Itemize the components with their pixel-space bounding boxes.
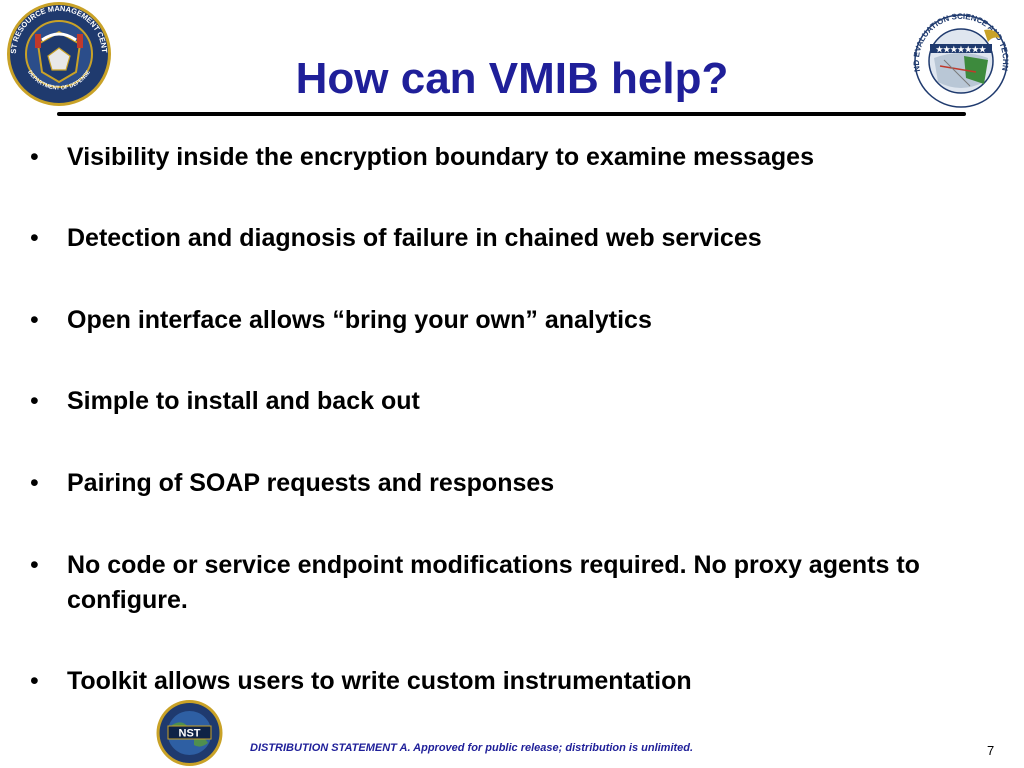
bullet-item: • Pairing of SOAP requests and responses bbox=[30, 466, 930, 501]
bullet-marker: • bbox=[30, 387, 39, 415]
bullet-marker: • bbox=[30, 224, 39, 252]
bullet-text: Pairing of SOAP requests and responses bbox=[67, 469, 555, 497]
title-divider bbox=[57, 112, 966, 116]
bullet-text: Visibility inside the encryption boundar… bbox=[67, 143, 814, 171]
nst-globe-icon: NST bbox=[156, 700, 223, 766]
bullet-marker: • bbox=[30, 469, 39, 497]
bullet-text: Open interface allows “bring your own” a… bbox=[67, 306, 652, 334]
bullet-text: Toolkit allows users to write custom ins… bbox=[67, 667, 692, 695]
nst-label: NST bbox=[179, 728, 201, 740]
page-number: 7 bbox=[987, 743, 995, 758]
bullet-text: Simple to install and back out bbox=[67, 387, 420, 415]
bullet-marker: • bbox=[30, 306, 39, 334]
bullet-marker: • bbox=[30, 143, 39, 171]
distribution-statement: DISTRIBUTION STATEMENT A. Approved for p… bbox=[250, 742, 694, 754]
bullet-item: • Toolkit allows users to write custom i… bbox=[30, 664, 930, 699]
bullet-text: No code or service endpoint modification… bbox=[67, 551, 920, 614]
bullet-item: • Detection and diagnosis of failure in … bbox=[30, 221, 930, 256]
slide-title: How can VMIB help? bbox=[295, 54, 729, 104]
bullet-item: • No code or service endpoint modificati… bbox=[30, 548, 930, 618]
bullet-item: • Visibility inside the encryption bound… bbox=[30, 140, 930, 175]
svg-text:★★★★★★★: ★★★★★★★ bbox=[936, 45, 987, 54]
bullet-marker: • bbox=[30, 551, 39, 579]
bullet-item: • Simple to install and back out bbox=[30, 384, 930, 419]
bullet-text: Detection and diagnosis of failure in ch… bbox=[67, 224, 762, 252]
bullet-marker: • bbox=[30, 667, 39, 695]
trmc-seal-icon: TEST RESOURCE MANAGEMENT CENTER DEPARTME… bbox=[2, 0, 111, 106]
tes-seal-icon: TEST AND EVALUATION SCIENCE AND TECHNOLO… bbox=[904, 8, 1010, 108]
bullet-item: • Open interface allows “bring your own”… bbox=[30, 303, 930, 338]
